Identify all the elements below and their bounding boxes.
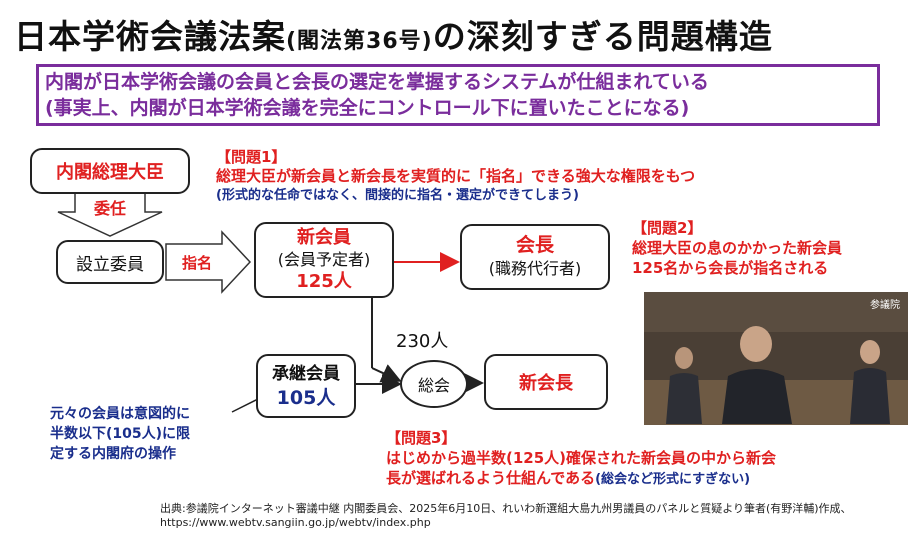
- delegate-arrow: [57, 191, 163, 237]
- new-chair-label: 新会長: [519, 373, 573, 394]
- assembly-label: 総会: [417, 376, 450, 395]
- page-title: 日本学術会議法案(閣法第36号)の深刻すぎる問題構造: [14, 10, 773, 58]
- problem-2-line-2: 125名から会長が指名される: [632, 259, 829, 277]
- problem-3: 【問題3】 はじめから過半数(125人)確保された新会員の中から新会 長が選ばれ…: [386, 428, 776, 490]
- problem-3-heading: 【問題3】: [386, 429, 457, 447]
- pm-label: 内閣総理大臣: [56, 162, 164, 183]
- problem-2-line-1: 総理大臣の息のかかった新会員: [632, 239, 843, 257]
- session-photo-image: [644, 292, 908, 425]
- photo-label: 参議院: [870, 300, 900, 311]
- problem-1-line-1: 総理大臣が新会員と新会長を実質的に「指名」できる強大な権限をもつ: [216, 167, 696, 185]
- problem-2-heading: 【問題2】: [632, 219, 703, 237]
- side-note-line-1: 元々の会員は意図的に: [50, 406, 190, 422]
- problem-1: 【問題1】 総理大臣が新会員と新会長を実質的に「指名」できる強大な権限をもつ (…: [216, 148, 695, 205]
- title-rest: の深刻すぎる問題構造: [432, 17, 773, 56]
- summary-line-2: (事実上、内閣が日本学術会議を完全にコントロール下に置いたことになる): [45, 97, 690, 119]
- new-chair-box: 新会長: [484, 354, 608, 410]
- committee-box: 設立委員: [56, 240, 164, 284]
- total-label: 230人: [396, 331, 449, 352]
- new-members-to-assembly-arrow: [371, 364, 402, 383]
- new-members-title: 新会員: [297, 227, 351, 248]
- chair-title: 会長: [515, 234, 554, 256]
- problem-3-line-2-note: (総会など形式にすぎない): [595, 472, 751, 487]
- problem-3-line-1: はじめから過半数(125人)確保された新会員の中から新会: [386, 449, 777, 467]
- successors-title: 承継会員: [272, 364, 340, 384]
- assembly-circle: 総会: [400, 360, 468, 408]
- new-members-sub: (会員予定者): [277, 250, 371, 269]
- title-main: 日本学術会議法案: [14, 17, 286, 56]
- side-note-line-3: 定する内閣府の操作: [50, 446, 176, 462]
- side-note: 元々の会員は意図的に 半数以下(105人)に限 定する内閣府の操作: [50, 404, 190, 464]
- problem-3-line-2: 長が選ばれるよう仕組んである: [386, 469, 596, 487]
- problem-2: 【問題2】 総理大臣の息のかかった新会員 125名から会長が指名される: [632, 218, 842, 278]
- summary-line-1: 内閣が日本学術会議の会員と会長の選定を掌握するシステムが仕組まれている: [45, 71, 709, 93]
- problem-1-line-2: (形式的な任命ではなく、間接的に指名・選定ができてしまう): [216, 188, 579, 203]
- side-note-line-2: 半数以下(105人)に限: [50, 426, 191, 442]
- appoint-arrow: [165, 230, 252, 294]
- summary-box: 内閣が日本学術会議の会員と会長の選定を掌握するシステムが仕組まれている (事実上…: [36, 64, 880, 126]
- credit-url: https://www.webtv.sangiin.go.jp/webtv/in…: [160, 516, 431, 529]
- new-members-box: 新会員 (会員予定者) 125人: [254, 222, 394, 298]
- appoint-label: 指名: [182, 254, 213, 272]
- credit-line-1: 出典:参議院インターネット審議中継 内閣委員会、2025年6月10日、れいわ新選…: [160, 502, 852, 515]
- delegate-label: 委任: [94, 199, 127, 218]
- successors-count: 105人: [276, 387, 336, 409]
- problem-1-heading: 【問題1】: [216, 148, 287, 166]
- successors-box: 承継会員 105人: [256, 354, 356, 418]
- new-members-count: 125人: [296, 271, 352, 292]
- chair-sub: (職務代行者): [488, 259, 582, 278]
- session-photo: 参議院: [644, 292, 908, 425]
- chair-box: 会長 (職務代行者): [460, 224, 610, 290]
- title-sub: (閣法第36号): [286, 29, 433, 54]
- committee-label: 設立委員: [76, 254, 144, 275]
- side-note-pointer: [231, 397, 261, 413]
- pm-box: 内閣総理大臣: [30, 148, 190, 194]
- source-credit: 出典:参議院インターネット審議中継 内閣委員会、2025年6月10日、れいわ新選…: [160, 502, 852, 530]
